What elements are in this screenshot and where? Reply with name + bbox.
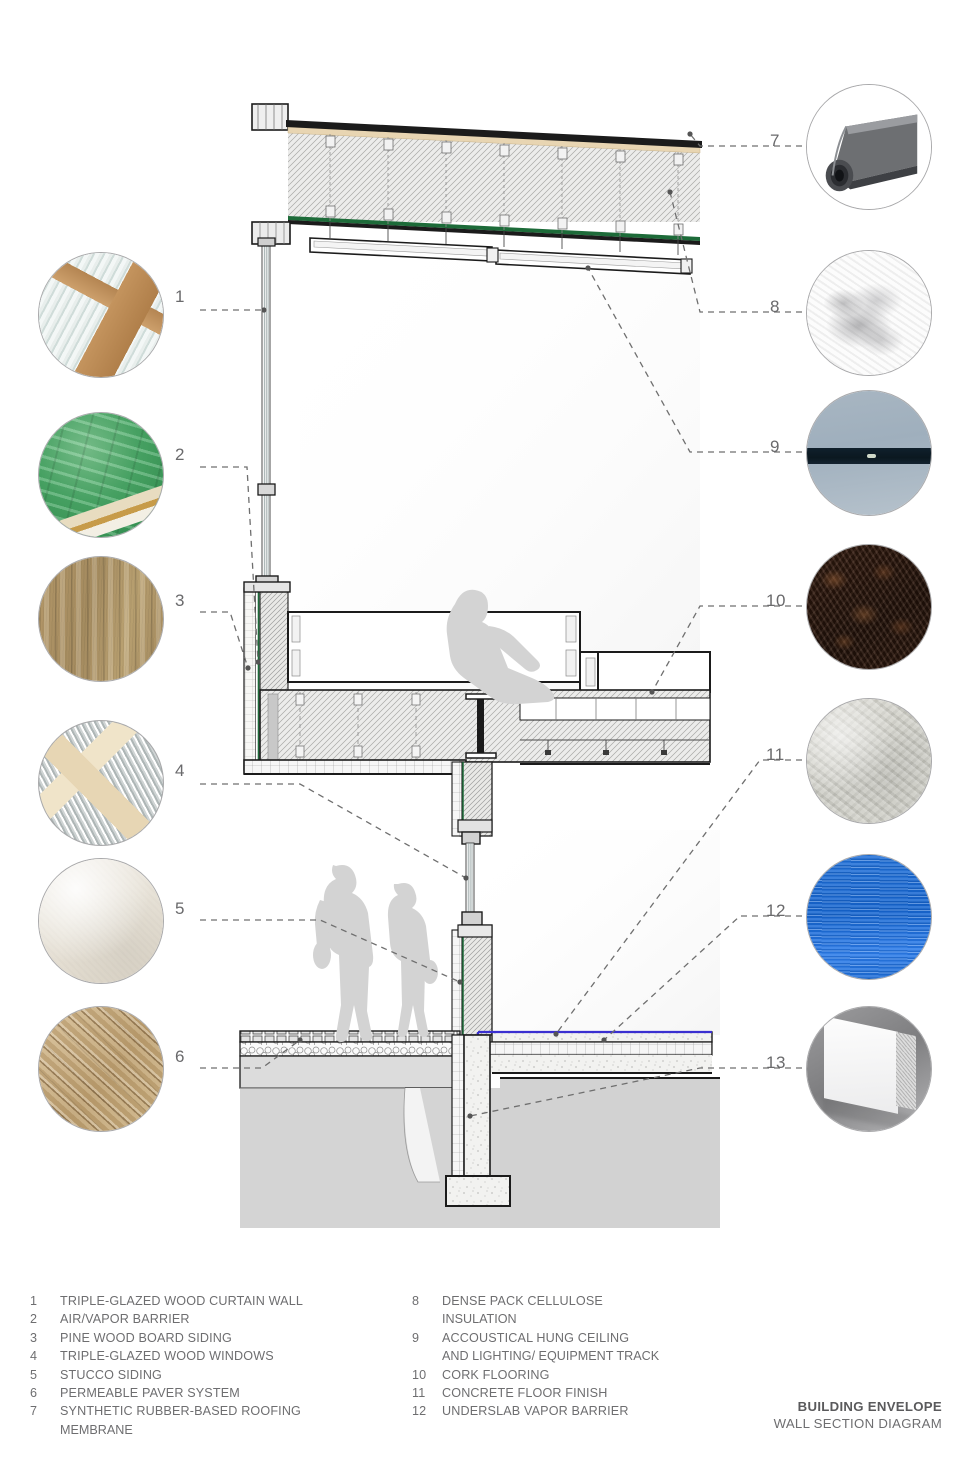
callout-number-3: 3 [175,591,185,610]
legend-number: 8 [412,1294,420,1308]
legend-number: 1 [30,1294,38,1308]
swatch-concrete-floor-finish [806,698,932,824]
callout-number-8: 8 [770,297,780,316]
legend-number: 9 [412,1330,420,1345]
callout-number-12: 12 [766,901,786,920]
legend-text: AIR/VAPOR BARRIER [60,1312,190,1327]
legend-item: 1 TRIPLE-GLAZED WOOD CURTAIN WALL [30,1292,400,1310]
legend-number: 10 [412,1367,427,1382]
legend-number: 6 [30,1386,38,1401]
swatch-cork-flooring [806,544,932,670]
legend-right-column: 8 DENSE PACK CELLULOSE INSULATION 9 ACCO… [412,1292,730,1421]
callout-number-4: 4 [175,761,185,780]
legend-text: TRIPLE-GLAZED WOOD CURTAIN WALL [60,1294,304,1308]
legend-number: 3 [30,1330,38,1345]
foundation-wall [463,1034,491,1184]
legend-item: 3 PINE WOOD BOARD SIDING [30,1329,400,1347]
callout-number-11: 11 [766,745,785,764]
interior-shading [300,260,720,1035]
membrane-roll-icon [825,114,918,192]
swatch-triple-glazed-wood-windows [38,720,164,846]
legend-text: CORK FLOORING [442,1367,550,1382]
air-vapor-barrier-roof [288,216,700,241]
legend-item: 5 STUCCO SIDING [30,1366,400,1384]
legend-text: PINE WOOD BOARD SIDING [60,1330,232,1345]
roofing-membrane [286,120,702,148]
legend-text-continuation: MEMBRANE [60,1422,133,1437]
legend-item: 6 PERMEABLE PAVER SYSTEM [30,1384,400,1402]
legend-number: 5 [30,1367,38,1382]
slab-on-grade-assembly [476,1030,713,1074]
legend-item: 4 TRIPLE-GLAZED WOOD WINDOWS [30,1347,400,1365]
callout-number-10: 10 [766,591,786,610]
callout-number-6: 6 [175,1047,185,1066]
legend-item: 2 AIR/VAPOR BARRIER [30,1310,400,1328]
callout-number-5: 5 [175,899,185,918]
callout-number-13: 13 [766,1053,786,1072]
seated-person-silhouette [446,589,555,705]
title-block: BUILDING ENVELOPE WALL SECTION DIAGRAM [774,1398,942,1432]
swatch-dense-pack-cellulose-insulation [806,250,932,376]
legend-text: ACCOUSTICAL HUNG CEILING [442,1330,630,1345]
legend-item: 10 CORK FLOORING [412,1366,730,1384]
acoustical-hung-ceiling-track [309,222,693,275]
swatch-pine-wood-board-siding [38,556,164,682]
legend-text: PERMEABLE PAVER SYSTEM [60,1386,240,1401]
legend-item: 12 UNDERSLAB VAPOR BARRIER [412,1402,730,1420]
swatch-air-vapor-barrier [38,412,164,538]
callout-number-2: 2 [175,445,185,464]
swatch-underslab-vapor-barrier [806,854,932,980]
swatch-rigid-insulation-board [806,1006,932,1132]
legend-item: 9 ACCOUSTICAL HUNG CEILING [412,1329,730,1347]
swatch-stucco-siding [38,858,164,984]
triple-glazed-curtain-wall [255,237,279,591]
legend-text: CONCRETE FLOOR FINISH [442,1386,608,1401]
legend-number: 12 [412,1404,427,1419]
legend-number: 7 [30,1404,38,1419]
leader-endpoints [245,131,693,1119]
swatch-acoustical-hung-ceiling-track [806,390,932,516]
title-primary: BUILDING ENVELOPE [797,1399,942,1414]
pine-siding-layer [243,587,257,771]
legend-number: 11 [412,1386,426,1401]
concrete-footing [445,1175,511,1207]
legend-item: 8 DENSE PACK CELLULOSE [412,1292,730,1310]
legend-item: 7 SYNTHETIC RUBBER-BASED ROOFING [30,1402,400,1420]
legend-item: 11 CONCRETE FLOOR FINISH [412,1384,730,1402]
foundation [239,1034,720,1228]
legend-text: UNDERSLAB VAPOR BARRIER [442,1404,629,1419]
callout-number-9: 9 [770,437,780,456]
legend-text: DENSE PACK CELLULOSE [442,1294,603,1308]
legend-text: TRIPLE-GLAZED WOOD WINDOWS [60,1349,274,1364]
leader-lines [200,133,802,1117]
callout-number-1: 1 [175,287,185,306]
legend-number: 4 [30,1349,38,1364]
callout-number-7: 7 [770,131,780,150]
swatch-permeable-paver-system [38,1006,164,1132]
triple-glazed-window [461,842,483,926]
legend-text: STUCCO SIDING [60,1367,163,1382]
wall-section-drawing [200,103,802,1228]
legend-number: 2 [30,1312,38,1327]
swatch-synthetic-rubber-roofing-membrane [806,84,932,210]
legend-text-continuation: AND LIGHTING/ EQUIPMENT TRACK [442,1349,660,1364]
swatch-triple-glazed-wood-curtain-wall [38,252,164,378]
sloped-roof-assembly [251,103,702,245]
legend-left-column: 1 TRIPLE-GLAZED WOOD CURTAIN WALL 2 AIR/… [30,1292,400,1439]
legend-text: SYNTHETIC RUBBER-BASED ROOFING [60,1404,302,1419]
title-secondary: WALL SECTION DIAGRAM [773,1416,942,1431]
legend-text-continuation: INSULATION [442,1312,517,1327]
rigid-insulation-board [481,1041,713,1056]
walking-people-silhouettes [313,865,438,1042]
